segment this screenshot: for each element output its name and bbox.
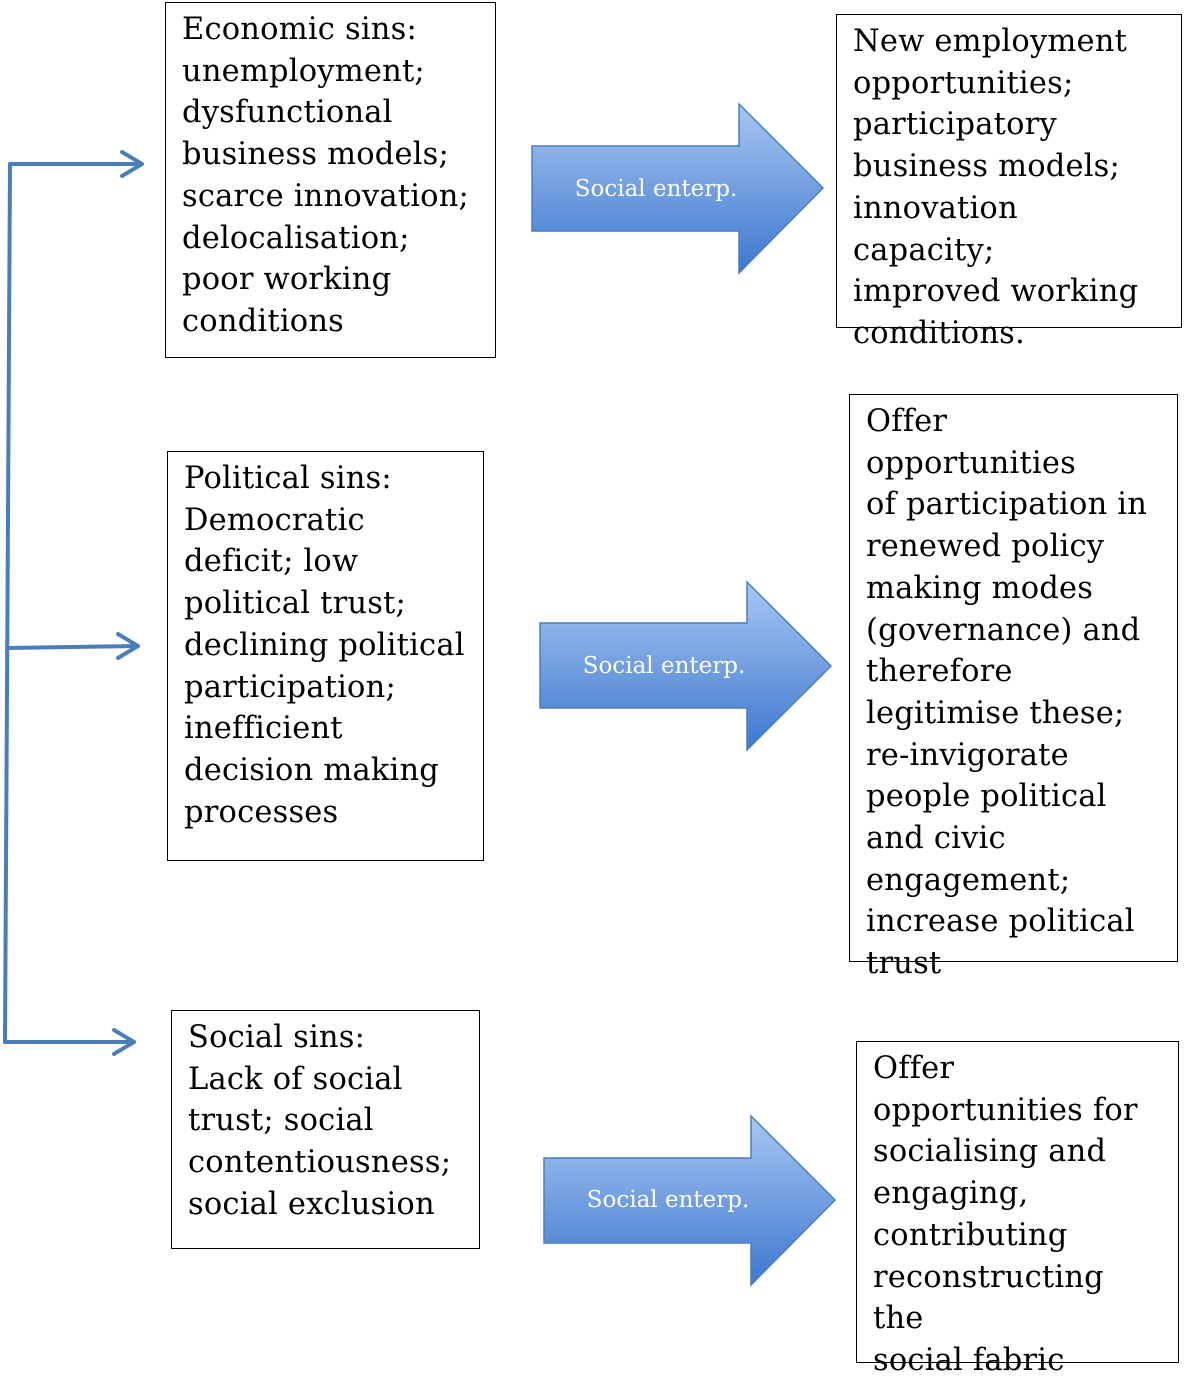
economic-sins-box: Economic sins: unemployment; dysfunction… <box>165 2 496 358</box>
social-sins-box: Social sins: Lack of social trust; socia… <box>171 1010 480 1249</box>
economic-outcomes-box: New employment opportunities; participat… <box>836 14 1182 351</box>
social-enterprise-arrow-political <box>539 580 833 752</box>
arrow-label-economic: Social enterp. <box>574 176 738 202</box>
arrow-label-political: Social enterp. <box>582 653 746 679</box>
political-outcomes-box: Offer opportunities of participation in … <box>849 394 1178 981</box>
social-outcomes-box: Offer opportunities for socialising and … <box>856 1041 1179 1378</box>
arrow-label-social: Social enterp. <box>586 1187 750 1213</box>
bracket-vertical-line <box>3 162 12 1044</box>
bracket-middle-branch <box>5 632 140 660</box>
bracket-bottom-branch <box>3 1028 136 1056</box>
social-enterprise-arrow-social <box>543 1114 837 1287</box>
political-sins-box: Political sins: Democratic deficit; low … <box>167 451 484 861</box>
bracket-top-branch <box>8 150 144 178</box>
social-enterprise-arrow-economic <box>531 102 825 275</box>
